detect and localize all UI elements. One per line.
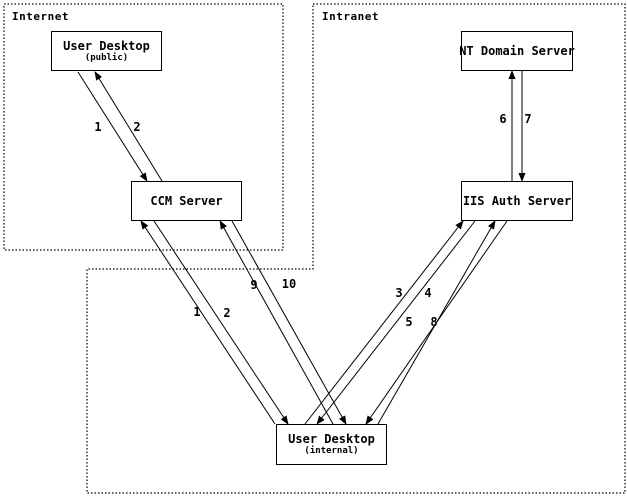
region-label-internet: Internet <box>12 10 69 23</box>
edge-flow-2-ccm-to-public-desktop <box>94 71 163 182</box>
node-user-desktop-internal: User Desktop(internal) <box>276 424 387 465</box>
edge-flow-1-public-desktop-to-ccm <box>77 71 148 182</box>
edge-label-2: 2 <box>133 120 140 134</box>
edge-label-7: 7 <box>524 112 531 126</box>
node-sublabel: (public) <box>84 52 129 63</box>
edge-label-1: 1 <box>193 305 200 319</box>
node-nt-domain-server: NT Domain Server <box>459 31 575 71</box>
node-user-desktop-public: User Desktop(public) <box>51 31 162 71</box>
node-label: CCM Server <box>150 193 223 208</box>
node-ccm-server: CCM Server <box>131 181 242 221</box>
edge-label-8: 8 <box>430 315 437 329</box>
node-label: User Desktop <box>63 38 150 53</box>
edge-flow-8-iis-to-internal-desktop <box>365 220 508 425</box>
edge-label-5: 5 <box>405 315 412 329</box>
edge-flow-9-internal-desktop-to-ccm <box>219 220 334 425</box>
node-label: User Desktop <box>288 432 375 446</box>
edge-label-4: 4 <box>424 286 431 300</box>
node-label: IIS Auth Server <box>462 193 572 208</box>
node-sublabel: (internal) <box>304 446 359 456</box>
node-label: NT Domain Server <box>459 43 575 58</box>
edge-flow-4-iis-to-internal-desktop <box>316 220 476 425</box>
edge-flow-10-ccm-to-internal-desktop <box>231 220 347 425</box>
region-intranet <box>86 3 626 494</box>
edge-label-2: 2 <box>223 306 230 320</box>
edge-label-10: 10 <box>282 277 296 291</box>
edge-label-3: 3 <box>395 286 402 300</box>
edge-flow-3-internal-desktop-to-iis <box>304 220 464 425</box>
node-iis-auth-server: IIS Auth Server <box>461 181 573 221</box>
edge-label-1: 1 <box>94 120 101 134</box>
edge-label-9: 9 <box>250 278 257 292</box>
edge-label-6: 6 <box>499 112 506 126</box>
edge-flow-1-internal-desktop-to-ccm <box>140 220 276 425</box>
region-label-intranet: Intranet <box>322 10 379 23</box>
edge-flow-2-ccm-to-internal-desktop <box>153 220 289 425</box>
